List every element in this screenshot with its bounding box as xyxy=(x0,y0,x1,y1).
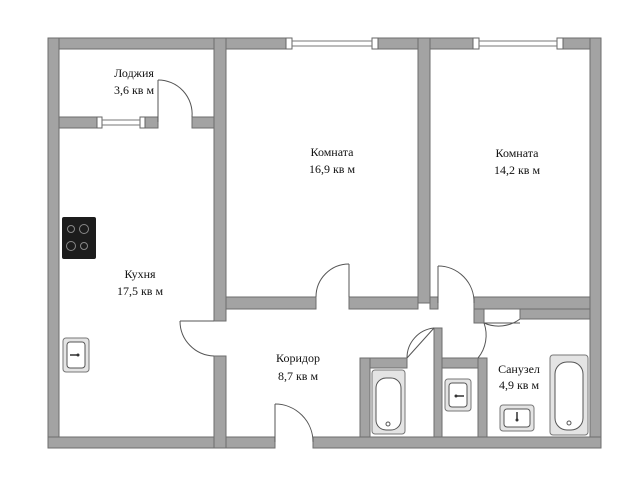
room1-bottom-left xyxy=(225,296,317,310)
door-swing-top xyxy=(483,318,521,327)
door-room1 xyxy=(315,263,350,298)
window-cap xyxy=(371,37,379,50)
bathtub-basin xyxy=(375,377,402,431)
bathtub2-basin xyxy=(554,361,584,431)
window-cap xyxy=(139,116,146,129)
burner xyxy=(67,225,75,233)
bottom-wall-left xyxy=(47,436,276,449)
wc-right-wall xyxy=(477,357,488,438)
room-labels: Лоджия 3,6 кв м Комната 16,9 кв м Комнат… xyxy=(114,66,540,392)
door-swing xyxy=(157,79,193,118)
stove-body xyxy=(62,217,96,259)
bath-top-stub xyxy=(473,308,485,324)
window-cap xyxy=(472,37,480,50)
door-swing xyxy=(274,403,314,443)
bathroom-bathtub-icon xyxy=(549,354,589,436)
room1-bottom-right xyxy=(348,296,419,310)
stove-icon xyxy=(62,217,96,259)
bathtub-drain xyxy=(385,421,391,427)
sink-drain xyxy=(76,353,80,357)
door-swing xyxy=(477,322,487,359)
kitchen-area: 17,5 кв м xyxy=(117,284,163,298)
top-wall-left xyxy=(47,37,227,50)
door-swing xyxy=(437,265,475,304)
fixtures xyxy=(62,217,589,436)
window-room2 xyxy=(472,37,564,50)
room2-name: Комната xyxy=(496,146,540,160)
top-wall-room1-left xyxy=(225,37,287,50)
bath1-left-wall xyxy=(359,357,371,438)
loggia-wall-mid xyxy=(143,116,159,129)
bathroom-area: 4,9 кв м xyxy=(499,378,539,392)
left-wall xyxy=(47,37,60,449)
door-swing xyxy=(315,263,350,298)
right-wall xyxy=(589,37,602,449)
burner xyxy=(66,241,76,251)
room1-name: Комната xyxy=(311,145,355,159)
door-swing xyxy=(179,320,215,357)
washbasin-drain xyxy=(454,394,458,398)
bathroom-sink-icon xyxy=(499,404,535,432)
bath1-right-wall xyxy=(433,327,443,438)
loggia-wall-left xyxy=(58,116,98,129)
door-room2 xyxy=(437,265,475,304)
windows xyxy=(96,37,564,129)
loggia-area: 3,6 кв м xyxy=(114,83,154,97)
room2-door-stub xyxy=(429,296,439,310)
washbasin-basin xyxy=(448,382,468,408)
door-entrance xyxy=(274,403,314,443)
door-loggia xyxy=(157,79,193,122)
room1-room2-wall xyxy=(417,37,431,304)
room1-area: 16,9 кв м xyxy=(309,162,355,176)
washbasin-icon xyxy=(444,378,472,412)
room2-area: 14,2 кв м xyxy=(494,163,540,177)
window-cap xyxy=(285,37,293,50)
kitchen-corridor-wall xyxy=(213,355,227,449)
burner xyxy=(79,224,89,234)
loggia-name: Лоджия xyxy=(114,66,154,80)
door-kitchen xyxy=(179,320,215,357)
bathtub-icon xyxy=(371,369,406,435)
bathtub2-drain xyxy=(566,420,572,426)
burner xyxy=(80,242,88,250)
door-swing xyxy=(406,327,435,359)
bath-top-wall xyxy=(519,308,591,320)
kitchen-name: Кухня xyxy=(124,267,156,281)
doors xyxy=(157,79,521,443)
bathroom-name: Санузел xyxy=(498,362,540,376)
corridor-name: Коридор xyxy=(276,351,320,365)
door-bath1 xyxy=(406,327,435,359)
room2-bottom-wall xyxy=(473,296,591,310)
corridor-area: 8,7 кв м xyxy=(278,369,318,383)
window-cap xyxy=(556,37,564,50)
kitchen-room1-wall xyxy=(213,37,227,322)
loggia-wall-right xyxy=(191,116,217,129)
walls xyxy=(47,37,602,449)
door-leaf xyxy=(406,327,435,359)
window-loggia xyxy=(96,116,146,129)
bottom-wall-right xyxy=(312,436,602,449)
door-bathroom xyxy=(477,318,521,359)
kitchen-sink-icon xyxy=(62,337,90,373)
bath-sink-drain xyxy=(515,418,519,422)
window-cap xyxy=(96,116,103,129)
window-room1 xyxy=(285,37,379,50)
